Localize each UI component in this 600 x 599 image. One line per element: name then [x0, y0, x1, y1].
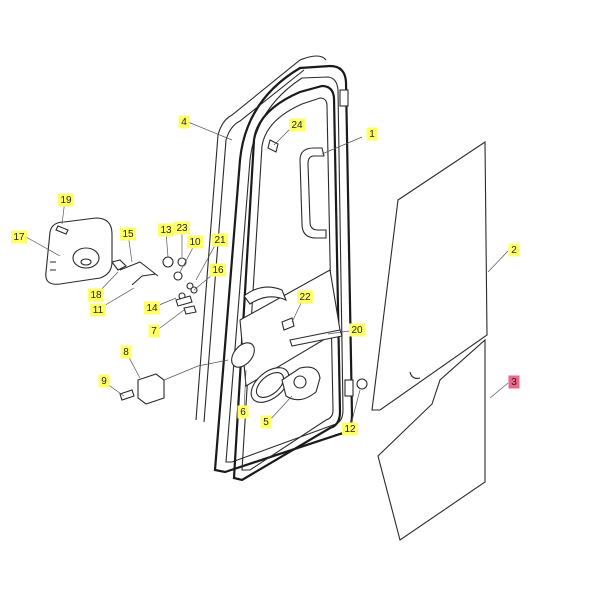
callout-23: 23 [174, 221, 190, 235]
callout-number: 3 [511, 377, 517, 388]
callout-box [120, 227, 136, 241]
callout-box [174, 221, 190, 235]
callout-box [366, 127, 378, 141]
door-handle [299, 147, 327, 239]
callout-box [187, 235, 203, 249]
callout-number: 12 [344, 424, 356, 435]
callout-box [98, 374, 110, 388]
callout-box [210, 263, 226, 277]
callout-18: 18 [88, 288, 104, 302]
callout-4: 4 [178, 115, 190, 129]
callout-box [178, 115, 190, 129]
callout-box [297, 290, 313, 304]
callout-number: 18 [90, 290, 102, 301]
callout-2: 2 [508, 243, 520, 257]
callout-13: 13 [158, 223, 174, 237]
callout-15: 15 [120, 227, 136, 241]
callout-box [148, 324, 160, 338]
callout-11: 11 [90, 303, 106, 317]
callout-number: 22 [299, 292, 311, 303]
callout-number: 9 [101, 376, 107, 387]
callout-16: 16 [210, 263, 226, 277]
callout-20: 20 [349, 323, 365, 337]
callout-number: 14 [146, 303, 158, 314]
callout-box [144, 301, 160, 315]
callout-number: 10 [189, 237, 201, 248]
callout-17: 17 [11, 230, 27, 244]
callout-number: 8 [123, 347, 129, 358]
callout-9: 9 [98, 374, 110, 388]
callout-24: 24 [289, 118, 305, 132]
callout-box [342, 422, 358, 436]
callout-box [90, 303, 106, 317]
callout-box [212, 233, 228, 247]
callout-number: 20 [351, 325, 363, 336]
callout-box [120, 345, 132, 359]
callout-number: 2 [511, 245, 517, 256]
callout-1: 1 [366, 127, 378, 141]
callout-box [158, 223, 174, 237]
callout-5: 5 [260, 415, 272, 429]
callout-box [289, 118, 305, 132]
callout-21: 21 [212, 233, 228, 247]
callout-number: 11 [93, 305, 104, 316]
callout-number: 21 [214, 235, 226, 246]
callout-10: 10 [187, 235, 203, 249]
callout-number: 13 [160, 225, 172, 236]
callout-number: 6 [240, 407, 246, 418]
callout-box [11, 230, 27, 244]
callout-number: 7 [151, 326, 157, 337]
callout-number: 5 [263, 417, 269, 428]
callout-number: 15 [122, 229, 134, 240]
callout-6: 6 [237, 405, 249, 419]
callout-14: 14 [144, 301, 160, 315]
hinges [339, 89, 354, 397]
callout-box [58, 193, 74, 207]
callout-box [260, 415, 272, 429]
callout-number: 16 [212, 265, 224, 276]
callout-22: 22 [297, 290, 313, 304]
glass-panels [371, 140, 488, 541]
callout-3: 3 [508, 375, 520, 389]
callout-box [349, 323, 365, 337]
callout-19: 19 [58, 193, 74, 207]
callout-box [508, 375, 520, 389]
callout-7: 7 [148, 324, 160, 338]
callout-number: 19 [60, 195, 72, 206]
callout-8: 8 [120, 345, 132, 359]
callout-number: 17 [13, 232, 25, 243]
callout-12: 12 [342, 422, 358, 436]
callout-number: 23 [176, 223, 188, 234]
callout-number: 24 [291, 120, 303, 131]
small-hardware [55, 139, 368, 405]
callout-number: 4 [181, 117, 187, 128]
callout-number: 1 [369, 129, 375, 140]
lock-housing [45, 217, 113, 285]
callout-box [88, 288, 104, 302]
callout-box [508, 243, 520, 257]
callout-box [237, 405, 249, 419]
